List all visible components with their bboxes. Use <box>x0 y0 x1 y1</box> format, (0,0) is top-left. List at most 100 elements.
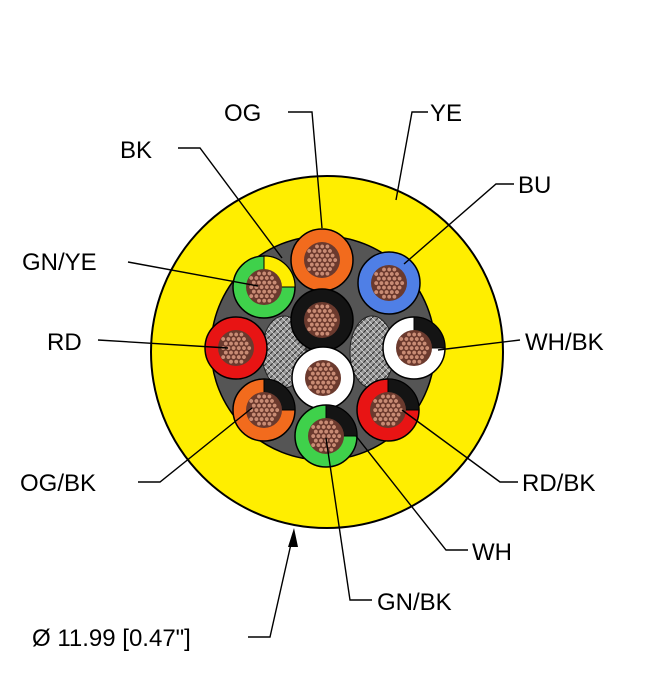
copper-strand <box>311 326 317 332</box>
copper-strand <box>261 280 267 285</box>
copper-strand <box>416 359 422 365</box>
copper-strand <box>314 244 320 249</box>
copper-strand <box>253 275 259 281</box>
copper-strand <box>390 421 396 427</box>
copper-strand <box>241 345 247 351</box>
copper-strand <box>331 442 337 448</box>
copper-strand <box>318 375 323 381</box>
copper-strand <box>261 289 267 294</box>
copper-strand <box>309 322 315 327</box>
copper-strand <box>251 403 257 408</box>
copper-strand <box>396 412 401 417</box>
copper-strand <box>319 304 325 309</box>
copper-strand <box>246 345 252 351</box>
conductor-gn-bk <box>294 404 358 468</box>
copper-strand <box>306 326 312 332</box>
copper-strand <box>320 362 326 367</box>
copper-strand <box>231 354 237 360</box>
copper-strand <box>334 438 339 443</box>
conductor-wh-bk <box>382 316 446 380</box>
copper-strand <box>386 276 392 281</box>
copper-strand <box>269 293 275 299</box>
copper-strand <box>312 375 318 381</box>
copper-strand <box>416 341 422 346</box>
copper-strand <box>261 421 267 427</box>
copper-strand <box>324 244 330 249</box>
copper-strand <box>336 433 342 439</box>
copper-strand <box>381 285 387 290</box>
copper-strand <box>383 416 388 422</box>
copper-strand <box>326 433 332 439</box>
leader-bk <box>178 147 283 259</box>
leader-og-bk <box>138 407 253 483</box>
copper-strand <box>306 266 312 272</box>
copper-strand <box>333 375 339 381</box>
copper-strand <box>394 280 400 286</box>
copper-strand <box>319 253 325 259</box>
copper-strand <box>233 332 239 337</box>
copper-strand <box>261 298 267 304</box>
copper-strand <box>403 345 409 351</box>
copper-strand <box>390 394 396 399</box>
copper-strand <box>330 262 335 267</box>
copper-strand <box>228 341 234 346</box>
copper-strand <box>324 262 330 267</box>
copper-strand <box>385 412 391 417</box>
copper-strand <box>324 253 330 259</box>
copper-strand <box>266 412 272 417</box>
copper-strand <box>319 322 325 327</box>
copper-strand <box>320 389 326 395</box>
copper-strand <box>312 366 318 372</box>
copper-strand <box>416 332 422 337</box>
copper-strand <box>419 336 425 342</box>
copper-strand <box>256 289 262 294</box>
copper-strand <box>264 293 270 299</box>
copper-strand <box>406 350 412 355</box>
copper-strand <box>322 248 328 254</box>
copper-strand <box>238 332 244 337</box>
copper-strand <box>259 407 264 413</box>
label-gn-bk: GN/BK <box>377 589 452 616</box>
copper-strand <box>384 280 389 286</box>
copper-strand <box>261 403 267 408</box>
copper-strand <box>313 429 319 434</box>
copper-strand <box>266 394 272 399</box>
copper-strand <box>323 366 329 372</box>
copper-strand <box>321 442 326 448</box>
copper-strand <box>397 285 402 290</box>
copper-strand <box>264 407 270 413</box>
copper-strand <box>307 366 313 372</box>
copper-strand <box>419 345 425 351</box>
copper-strand <box>264 398 270 404</box>
copper-strand <box>256 271 262 276</box>
copper-strand <box>414 336 420 342</box>
copper-strand <box>318 384 323 390</box>
copper-strand <box>403 354 409 360</box>
copper-strand <box>422 341 427 346</box>
copper-strand <box>256 412 262 417</box>
copper-strand <box>251 412 257 417</box>
copper-strand <box>324 331 330 337</box>
copper-strand <box>334 429 339 434</box>
copper-strand <box>248 293 254 299</box>
copper-strand <box>314 331 320 337</box>
copper-strand <box>251 289 257 294</box>
copper-strand <box>315 362 321 367</box>
copper-strand <box>397 276 402 281</box>
copper-strand <box>383 398 388 404</box>
copper-strand <box>236 354 242 360</box>
copper-strand <box>233 359 239 365</box>
leader-gn-bk <box>325 437 372 601</box>
copper-strand <box>253 293 259 299</box>
copper-strand <box>259 275 264 281</box>
copper-strand <box>331 433 337 439</box>
copper-strand <box>261 394 267 399</box>
copper-strand <box>393 407 399 413</box>
copper-strand <box>391 276 397 281</box>
copper-strand <box>272 280 277 285</box>
copper-strand <box>391 285 397 290</box>
copper-strand <box>406 359 412 365</box>
copper-strand <box>331 380 336 385</box>
copper-strand <box>236 336 242 342</box>
copper-strand <box>320 380 326 385</box>
